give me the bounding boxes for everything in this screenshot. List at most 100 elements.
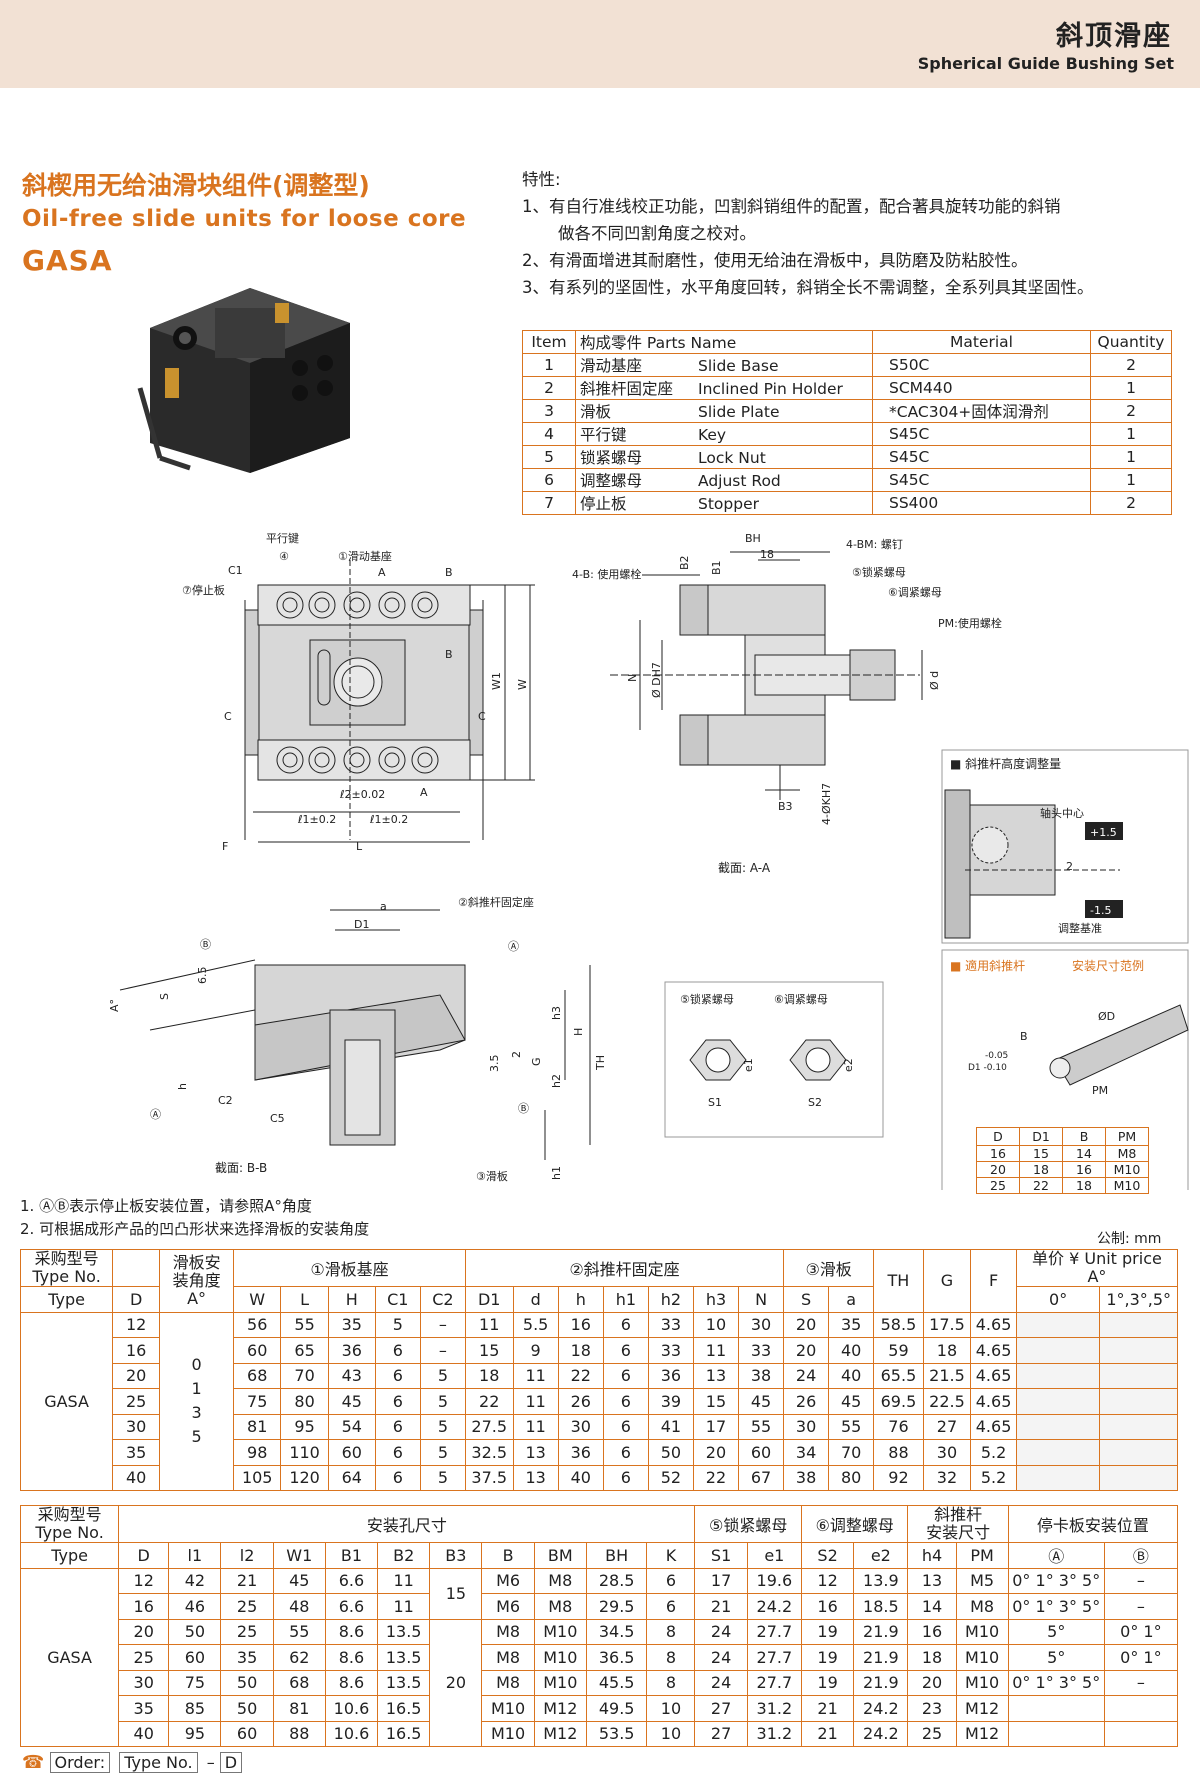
- t1-cell: 20: [783, 1311, 830, 1338]
- t1-cell: 5: [419, 1439, 466, 1466]
- t2-cell: 27.7: [746, 1669, 802, 1696]
- t2-cell: 27: [694, 1720, 748, 1747]
- t1-col-header: 0°: [1015, 1286, 1101, 1313]
- parts-name-en: Slide Plate: [698, 403, 780, 421]
- t1-price-135: [1099, 1464, 1178, 1491]
- parts-name-en: Lock Nut: [698, 449, 766, 467]
- t1-cell: 35: [327, 1311, 376, 1338]
- svg-text:h: h: [176, 1083, 189, 1090]
- t1-cell: –: [419, 1337, 466, 1364]
- t1-col-header: C2: [419, 1286, 466, 1313]
- t2-col-header: e1: [746, 1542, 802, 1569]
- t2-cell: 85: [168, 1695, 222, 1722]
- parts-qty: 1: [1090, 376, 1172, 400]
- t1-cell: 80: [280, 1388, 329, 1415]
- svg-text:Ø DH7: Ø DH7: [650, 662, 663, 698]
- t2-cell: M12: [955, 1720, 1009, 1747]
- svg-text:h2: h2: [550, 1074, 563, 1088]
- t1-cell: –: [419, 1311, 466, 1338]
- svg-text:F: F: [222, 840, 228, 853]
- t2-cell: 50: [220, 1669, 274, 1696]
- t2-cell: 31.2: [746, 1720, 802, 1747]
- page-header: 斜顶滑座 Spherical Guide Bushing Set: [0, 0, 1200, 88]
- t1-cell: 4.65: [970, 1388, 1017, 1415]
- parts-header-row: Item 构成零件 Parts Name Material Quantity: [522, 330, 1172, 354]
- t2-cell: 13.9: [853, 1567, 909, 1594]
- svg-text:W1: W1: [490, 672, 503, 690]
- t1-cell: 18: [922, 1337, 972, 1364]
- t1-cell: 20: [692, 1439, 740, 1466]
- t1-col-header: h3: [692, 1286, 740, 1313]
- t1-cell-D: 16: [112, 1337, 161, 1364]
- t1-cell: 30: [557, 1413, 604, 1440]
- t2-cell: 6.6: [324, 1567, 379, 1594]
- t2-cell: 19.6: [746, 1567, 802, 1594]
- t2-cell: [1007, 1720, 1105, 1747]
- t2-col-header: BM: [533, 1542, 587, 1569]
- parts-header-name: 构成零件 Parts Name: [575, 330, 873, 354]
- t1-price-0: [1015, 1413, 1101, 1440]
- t1-col-header: H: [327, 1286, 376, 1313]
- t1-cell: 18: [464, 1362, 514, 1389]
- t2-cell: M8: [481, 1644, 535, 1671]
- t2-cell: 8.6: [324, 1644, 379, 1671]
- t2-cell: M10: [533, 1669, 587, 1696]
- pin-range-cell: 22: [1019, 1177, 1063, 1194]
- t1-cell: 6: [602, 1388, 649, 1415]
- svg-text:TH: TH: [594, 1055, 607, 1071]
- t2-cell: M12: [533, 1695, 587, 1722]
- t1-cell-D: 20: [112, 1362, 161, 1389]
- t2-cell: 8: [646, 1618, 696, 1645]
- t1-col-header: d: [512, 1286, 559, 1313]
- t1-cell: 59: [873, 1337, 924, 1364]
- t2-cell: 16: [800, 1593, 855, 1620]
- t2-b3: 15: [429, 1567, 483, 1620]
- t2-cell: 24.2: [746, 1593, 802, 1620]
- svg-text:A: A: [420, 786, 428, 799]
- order-label: Order:: [49, 1752, 111, 1773]
- svg-text:4-B: 使用螺栓: 4-B: 使用螺栓: [572, 567, 641, 581]
- note-line: 2. 可根据成形产品的凹凸形状来选择滑板的安装角度: [20, 1220, 370, 1238]
- t2-cell: M6: [481, 1567, 535, 1594]
- t2-cell: 21: [220, 1567, 274, 1594]
- t2-cell: 81: [272, 1695, 326, 1722]
- t2-cell: 8.6: [324, 1618, 379, 1645]
- t2-cell: 50: [168, 1618, 222, 1645]
- svg-text:18: 18: [760, 548, 774, 561]
- t1-cell: 6: [374, 1362, 421, 1389]
- section-bb-drawing: [119, 909, 591, 1160]
- svg-text:3.5: 3.5: [488, 1055, 501, 1073]
- parts-qty: 2: [1090, 353, 1172, 377]
- t2-cell: 24: [694, 1618, 748, 1645]
- t1-angle-value: 3: [191, 1403, 202, 1423]
- t2-cell: 13.5: [377, 1618, 431, 1645]
- t1-cell: 17.5: [922, 1311, 972, 1338]
- t1-price-135: [1099, 1439, 1178, 1466]
- svg-text:D1 -0.10: D1 -0.10: [968, 1063, 1007, 1073]
- t1-h-G: G: [922, 1249, 972, 1313]
- t1-cell: 54: [327, 1413, 376, 1440]
- t1-cell: 13: [692, 1362, 740, 1389]
- t1-cell: 11: [464, 1311, 514, 1338]
- t2-cell: –: [1103, 1593, 1179, 1620]
- svg-text:e2: e2: [842, 1058, 855, 1072]
- t1-cell: 33: [647, 1337, 694, 1364]
- svg-text:Ⓑ: Ⓑ: [200, 938, 211, 951]
- svg-text:⑤锁紧螺母: ⑤锁紧螺母: [852, 565, 906, 579]
- t1-cell: 22: [557, 1362, 604, 1389]
- t2-cell: 12: [800, 1567, 855, 1594]
- svg-text:Ⓑ: Ⓑ: [518, 1102, 529, 1115]
- pin-range-cell: M10: [1105, 1161, 1149, 1178]
- t2-cell: 25: [118, 1644, 170, 1671]
- t1-type: GASA: [19, 1311, 114, 1491]
